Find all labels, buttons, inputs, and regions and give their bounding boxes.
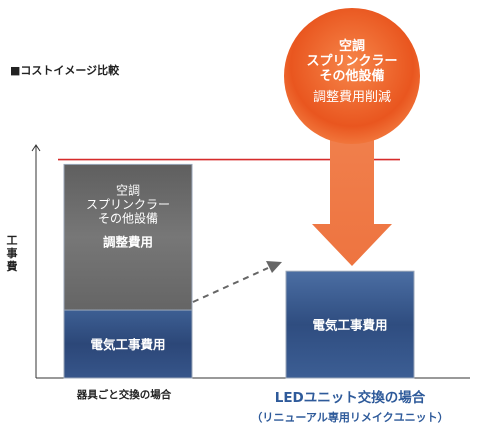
- bar-segment-1-0: [285, 270, 415, 379]
- x-category-labels: 器具ごと交換の場合 LEDユニット交換の場合 （リニューアル専用リメイクユニット）: [76, 388, 449, 424]
- bar-label: スプリンクラー: [86, 197, 170, 211]
- bar-label: 調整費用: [103, 234, 153, 249]
- bar-label: その他設備: [98, 210, 158, 225]
- callout-line: 空調: [339, 38, 365, 54]
- x-category-label: 器具ごと交換の場合: [76, 388, 172, 401]
- dashed-arrow-line: [192, 267, 269, 303]
- reduction-arrow: [312, 136, 392, 266]
- bar-label: 電気工事費用: [90, 337, 165, 352]
- dashed-arrow-head: [266, 261, 282, 273]
- y-axis: [31, 144, 41, 378]
- callout-line: その他設備: [319, 68, 384, 84]
- dashed-arrow: [192, 261, 282, 303]
- x-category-label: LEDユニット交換の場合: [275, 389, 426, 406]
- callout-subline: 調整費用削減: [313, 89, 391, 105]
- bar-segment-0-1: [63, 163, 193, 311]
- bar-segment-0-0: [63, 309, 193, 379]
- y-axis-arrowhead: [31, 144, 41, 152]
- legend-title: ■コストイメージ比較: [10, 63, 120, 77]
- bar-label: 電気工事費用: [312, 318, 387, 333]
- y-axis-label: 工事費: [6, 234, 18, 273]
- callout-line: スプリンクラー: [306, 54, 397, 69]
- bar-label: 空調: [116, 183, 140, 197]
- callout-bubble: [284, 8, 420, 144]
- x-category-sublabel: （リニューアル専用リメイクユニット）: [251, 410, 448, 424]
